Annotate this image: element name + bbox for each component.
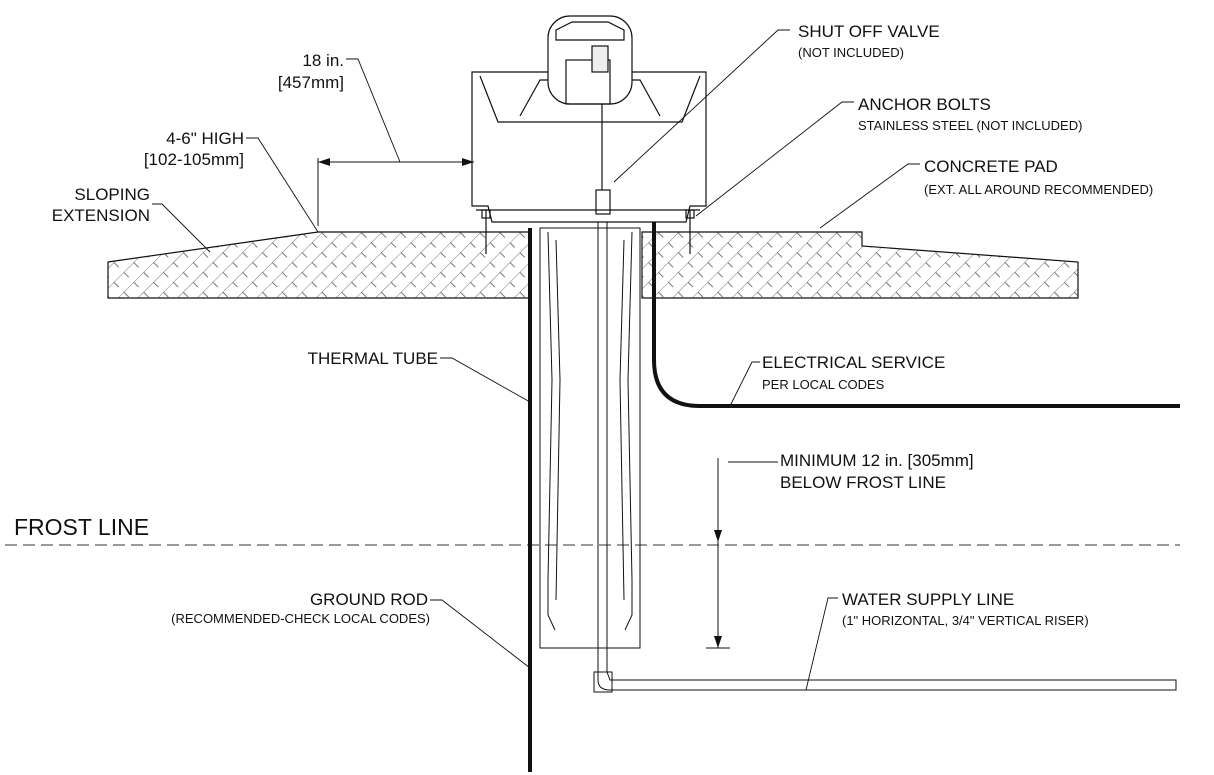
leader-lines xyxy=(152,29,920,691)
label-electrical-service: ELECTRICAL SERVICE xyxy=(762,353,946,372)
electrical-conduit xyxy=(652,212,1180,408)
fountain-body xyxy=(471,15,707,223)
label-extension: EXTENSION xyxy=(51,206,150,225)
concrete-pad-right xyxy=(641,231,1079,299)
label-below-frost-line: BELOW FROST LINE xyxy=(780,473,946,492)
label-sloping: SLOPING xyxy=(74,185,150,204)
label-water-supply-note: (1" HORIZONTAL, 3/4" VERTICAL RISER) xyxy=(842,613,1089,628)
thermal-tube xyxy=(539,227,641,649)
label-ground-rod-note: (RECOMMENDED-CHECK LOCAL CODES) xyxy=(171,611,430,626)
arrow-heads xyxy=(318,158,722,648)
anchor-bolts xyxy=(481,209,695,254)
label-concrete-pad-note: (EXT. ALL AROUND RECOMMENDED) xyxy=(924,182,1154,197)
label-width-dim-metric: [457mm] xyxy=(277,73,344,92)
label-shut-off-valve: SHUT OFF VALVE xyxy=(798,22,940,41)
label-height-dim-metric: [102-105mm] xyxy=(143,150,244,169)
label-water-supply: WATER SUPPLY LINE xyxy=(842,590,1015,609)
label-thermal-tube: THERMAL TUBE xyxy=(307,349,438,368)
label-frost-line: FROST LINE xyxy=(14,514,150,540)
label-shut-off-valve-note: (NOT INCLUDED) xyxy=(798,45,904,60)
label-electrical-service-note: PER LOCAL CODES xyxy=(762,377,885,392)
label-width-dim: 18 in. xyxy=(302,51,344,70)
label-concrete-pad: CONCRETE PAD xyxy=(924,157,1058,176)
label-anchor-bolts-note: STAINLESS STEEL (NOT INCLUDED) xyxy=(858,118,1083,133)
water-supply-pipe xyxy=(593,210,1177,693)
label-height-dim: 4-6" HIGH xyxy=(166,129,244,148)
label-minimum: MINIMUM 12 in. [305mm] xyxy=(780,451,974,470)
label-anchor-bolts: ANCHOR BOLTS xyxy=(858,95,991,114)
concrete-pad xyxy=(107,231,531,299)
label-ground-rod: GROUND ROD xyxy=(309,590,428,609)
